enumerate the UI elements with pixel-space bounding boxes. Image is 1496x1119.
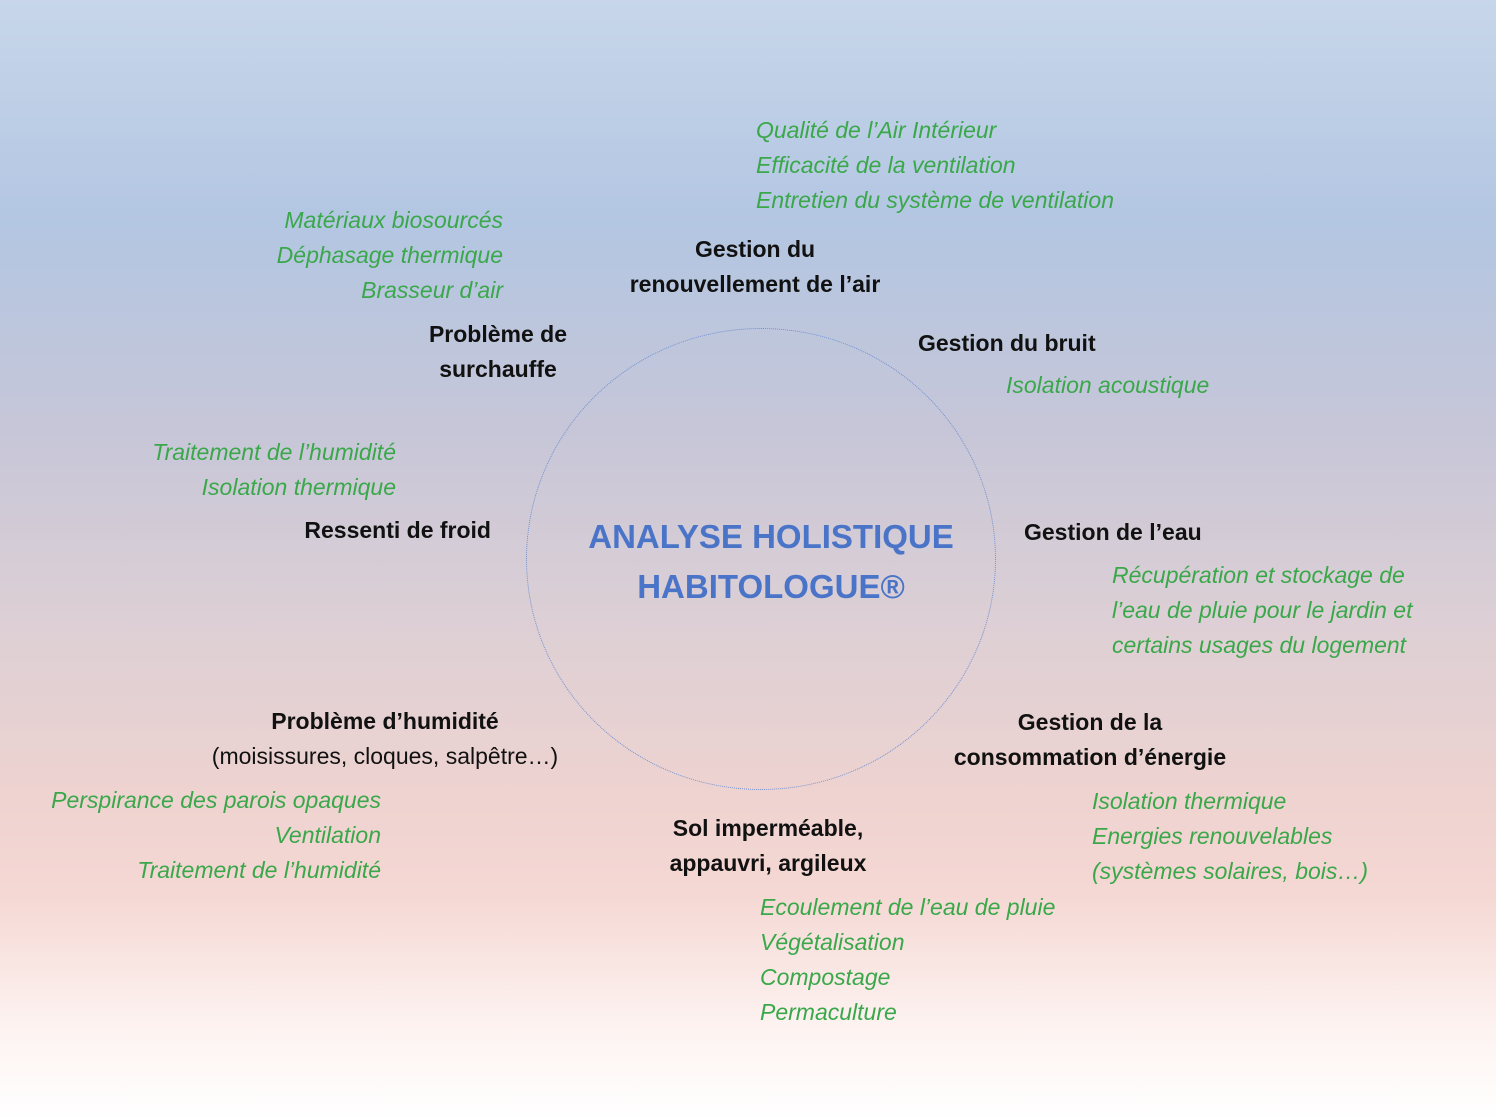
sol-topic: Sol imperméable, appauvri, argileux — [638, 811, 898, 881]
sol-note: Permaculture — [760, 999, 897, 1025]
center-title: ANALYSE HOLISTIQUE HABITOLOGUE® — [526, 512, 1016, 612]
energie-title-line: consommation d’énergie — [953, 744, 1227, 770]
humidite-note: Traitement de l’humidité — [137, 857, 381, 883]
surchauffe-note: Brasseur d’air — [361, 277, 503, 303]
surchauffe-note: Déphasage thermique — [276, 242, 503, 268]
humidite-note: Perspirance des parois opaques — [51, 787, 381, 813]
central-circle — [526, 328, 996, 790]
surchauffe-note: Matériaux biosourcés — [284, 207, 503, 233]
air-note: Qualité de l’Air Intérieur — [756, 117, 997, 143]
sol-title-line: appauvri, argileux — [669, 850, 867, 876]
surchauffe-title-line: Problème de — [428, 321, 568, 347]
energie-note: Energies renouvelables — [1092, 823, 1333, 849]
center-title-line1: ANALYSE HOLISTIQUE — [588, 518, 954, 555]
froid-note: Isolation thermique — [201, 474, 396, 500]
humidite-notes: Perspirance des parois opaques Ventilati… — [0, 783, 381, 888]
air-title-line: Gestion du — [694, 236, 816, 262]
energie-topic: Gestion de la consommation d’énergie — [930, 705, 1250, 775]
bruit-topic: Gestion du bruit — [918, 326, 1096, 361]
bruit-notes: Isolation acoustique — [1006, 368, 1209, 403]
eau-notes: Récupération et stockage de l’eau de plu… — [1112, 558, 1412, 663]
air-note: Entretien du système de ventilation — [756, 187, 1114, 213]
energie-note: Isolation thermique — [1092, 788, 1287, 814]
eau-topic: Gestion de l’eau — [1024, 515, 1202, 550]
sol-notes: Ecoulement de l’eau de pluie Végétalisat… — [760, 890, 1055, 1030]
energie-notes: Isolation thermique Energies renouvelabl… — [1092, 784, 1368, 889]
froid-topic: Ressenti de froid — [240, 513, 491, 548]
bruit-title-line: Gestion du bruit — [918, 330, 1096, 356]
humidite-title-line: Problème d’humidité — [271, 708, 499, 734]
sol-note: Ecoulement de l’eau de pluie — [760, 894, 1056, 920]
air-title-line: renouvellement de l’air — [629, 271, 881, 297]
eau-title-line: Gestion de l’eau — [1024, 519, 1202, 545]
center-title-line2: HABITOLOGUE® — [637, 568, 905, 605]
surchauffe-title-line: surchauffe — [439, 356, 557, 382]
froid-notes: Traitement de l’humidité Isolation therm… — [40, 435, 396, 505]
humidite-subtitle: (moisissures, cloques, salpêtre…) — [211, 743, 559, 769]
surchauffe-notes: Matériaux biosourcés Déphasage thermique… — [180, 203, 503, 308]
eau-note: l’eau de pluie pour le jardin et — [1112, 597, 1413, 623]
air-note: Efficacité de la ventilation — [756, 152, 1016, 178]
energie-title-line: Gestion de la — [1017, 709, 1163, 735]
air-topic: Gestion du renouvellement de l’air — [605, 232, 905, 302]
sol-title-line: Sol imperméable, — [672, 815, 864, 841]
eau-note: Récupération et stockage de — [1112, 562, 1405, 588]
eau-note: certains usages du logement — [1112, 632, 1407, 658]
air-notes: Qualité de l’Air Intérieur Efficacité de… — [756, 113, 1114, 218]
surchauffe-topic: Problème de surchauffe — [398, 317, 598, 387]
energie-note: (systèmes solaires, bois…) — [1092, 858, 1369, 884]
humidite-note: Ventilation — [274, 822, 381, 848]
humidite-topic: Problème d’humidité (moisissures, cloque… — [180, 704, 590, 774]
sol-note: Végétalisation — [760, 929, 905, 955]
bruit-note: Isolation acoustique — [1006, 372, 1210, 398]
sol-note: Compostage — [760, 964, 891, 990]
froid-note: Traitement de l’humidité — [152, 439, 396, 465]
froid-title-line: Ressenti de froid — [304, 517, 491, 543]
